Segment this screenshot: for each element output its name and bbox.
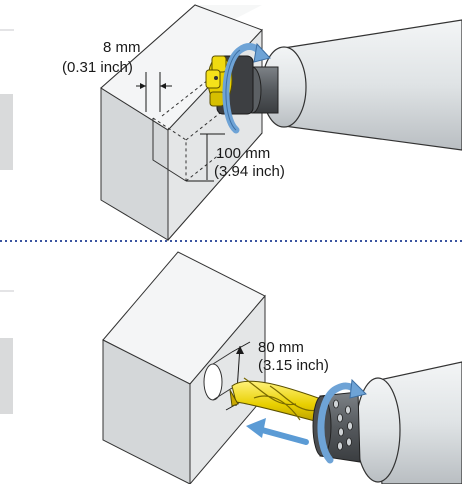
bottom-spindle — [312, 361, 462, 484]
bottom-panel: 80 mm (3.15 inch) — [102, 251, 462, 484]
top-depth-label-inch: (0.31 inch) — [62, 59, 133, 76]
top-spindle — [242, 19, 462, 151]
top-panel: 8 mm (0.31 inch) 100 mm (3.94 inch) — [62, 4, 462, 242]
bottom-workpiece-block — [102, 251, 266, 484]
rotation-arrow-icon — [222, 42, 271, 134]
top-depth-label-mm: 8 mm — [103, 39, 141, 56]
left-edge-sidebar — [0, 29, 14, 414]
top-width-label-inch: (3.94 inch) — [214, 163, 285, 180]
top-dimension-lines — [136, 72, 225, 182]
bottom-diameter-label-inch: (3.15 inch) — [258, 357, 329, 374]
rotation-arrow-icon — [317, 378, 367, 464]
top-width-label-mm: 100 mm — [216, 145, 270, 162]
feed-direction-arrow-icon — [246, 418, 309, 445]
left-tab-top — [0, 94, 13, 170]
left-tab-bottom — [0, 338, 13, 414]
bottom-diameter-label-mm: 80 mm — [258, 339, 304, 356]
